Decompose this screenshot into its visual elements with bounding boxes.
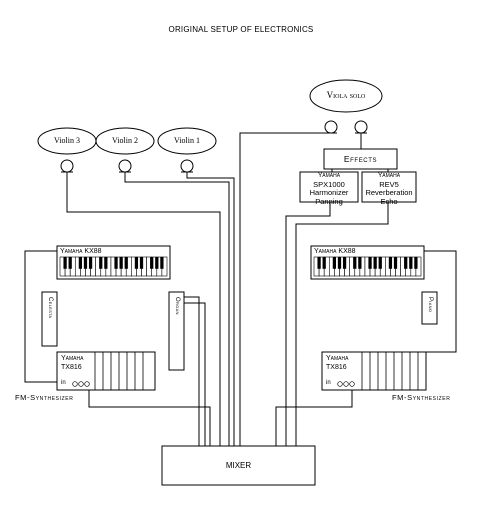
black-key — [404, 257, 408, 269]
black-key — [409, 257, 413, 269]
violin1-cable — [186, 172, 235, 446]
organ-cable — [184, 296, 200, 446]
violin2-label: Violin 2 — [112, 136, 138, 145]
rev5-function2: Echo — [380, 196, 398, 206]
rev5-return — [295, 202, 389, 446]
right-tx816-box — [321, 351, 427, 391]
black-key — [160, 257, 164, 269]
black-key — [317, 257, 321, 269]
black-key — [124, 257, 128, 269]
left-fm-synth-label: FM-Synthesizer — [15, 393, 74, 402]
left-keyboard-label: Yamaha KX88 — [60, 248, 102, 255]
viola-left-cable — [239, 132, 325, 446]
violin2-cable — [124, 172, 230, 446]
viola-ellipse — [309, 79, 383, 113]
black-key — [68, 257, 72, 269]
right-keyboard-keys — [313, 256, 422, 277]
left-in-label: in — [61, 380, 66, 386]
rev5-brand: Yamaha — [377, 172, 401, 179]
left-keyboard-link — [24, 250, 57, 383]
black-key — [342, 257, 347, 269]
black-key — [414, 257, 418, 269]
right-keyboard-link — [424, 250, 457, 353]
left-keyboard-frame — [56, 245, 171, 280]
violin3-cable — [66, 172, 221, 446]
black-key — [353, 257, 357, 269]
spx1000-return — [285, 202, 331, 446]
black-key — [114, 257, 118, 269]
mixer-box — [161, 445, 316, 486]
viola-microphone-right — [354, 120, 368, 134]
black-key — [78, 257, 83, 269]
diagram-title: ORIGINAL SETUP OF ELECTRONICS — [168, 25, 314, 34]
effects-box — [323, 148, 398, 170]
black-key — [332, 257, 337, 269]
effects-label: Effects — [343, 154, 378, 164]
black-key — [373, 257, 377, 269]
right-keyboard-frame — [310, 245, 425, 280]
black-key — [378, 257, 382, 269]
black-key — [150, 257, 154, 269]
right-synth-brand: Yamaha — [326, 355, 349, 362]
celesta-label: Celesta — [47, 297, 53, 319]
right-tx816-modules — [361, 352, 419, 390]
organ-cable-2 — [184, 302, 206, 446]
black-key — [155, 257, 159, 269]
spx1000-text: Yamaha SPX1000 Harmonizer Panning — [300, 172, 358, 206]
organ-label: Organ — [174, 297, 180, 315]
left-synth-brand: Yamaha — [61, 355, 84, 362]
violin1-ellipse — [157, 127, 217, 155]
rev5-text: Yamaha REV5 Reverberation Echo — [362, 172, 416, 206]
left-input-jacks — [72, 381, 90, 387]
spx1000-function2: Panning — [315, 196, 343, 206]
black-key — [139, 257, 144, 269]
right-keyboard-label: Yamaha KX88 — [314, 248, 356, 255]
spx1000-box — [299, 171, 359, 203]
violin3-microphone — [60, 159, 74, 173]
viola-solo-label: Viola solo — [326, 90, 366, 100]
black-key — [119, 257, 123, 269]
spx1000-model: SPX1000 — [313, 179, 345, 189]
right-synth-model: TX816 — [326, 364, 347, 371]
violin2-microphone — [118, 159, 132, 173]
black-key — [393, 257, 398, 269]
right-fm-synth-label: FM-Synthesizer — [392, 393, 451, 402]
left-synth-output — [88, 390, 211, 446]
piano-box — [421, 291, 438, 325]
piano-label: Piano — [427, 297, 433, 313]
violin3-label: Violin 3 — [54, 136, 80, 145]
right-input-jacks — [337, 381, 355, 387]
black-key — [368, 257, 372, 269]
black-key — [322, 257, 326, 269]
black-key — [88, 257, 93, 269]
organ-box — [168, 291, 185, 371]
black-key — [134, 257, 139, 269]
black-key — [358, 257, 362, 269]
violin1-label: Violin 1 — [174, 136, 200, 145]
left-synth-model: TX816 — [61, 364, 82, 371]
rev5-box — [361, 171, 417, 203]
rev5-model: REV5 — [379, 179, 399, 189]
right-synth-output — [275, 390, 353, 446]
celesta-box — [41, 291, 58, 347]
mixer-label: MIXER — [225, 461, 252, 470]
left-tx816-modules — [94, 352, 144, 390]
violin2-ellipse — [95, 127, 155, 155]
black-key — [63, 257, 67, 269]
black-key — [388, 257, 393, 269]
right-in-label: in — [326, 380, 331, 386]
viola-microphone-left — [324, 120, 338, 134]
spx1000-brand: Yamaha — [317, 172, 341, 179]
spx1000-function1: Harmonizer — [309, 188, 349, 197]
black-key — [104, 257, 108, 269]
left-keyboard-keys — [59, 256, 168, 277]
left-tx816-box — [56, 351, 156, 391]
rev5-function1: Reverberation — [365, 188, 413, 197]
black-key — [99, 257, 103, 269]
black-key — [337, 257, 342, 269]
violin1-microphone — [180, 159, 194, 173]
black-key — [83, 257, 88, 269]
